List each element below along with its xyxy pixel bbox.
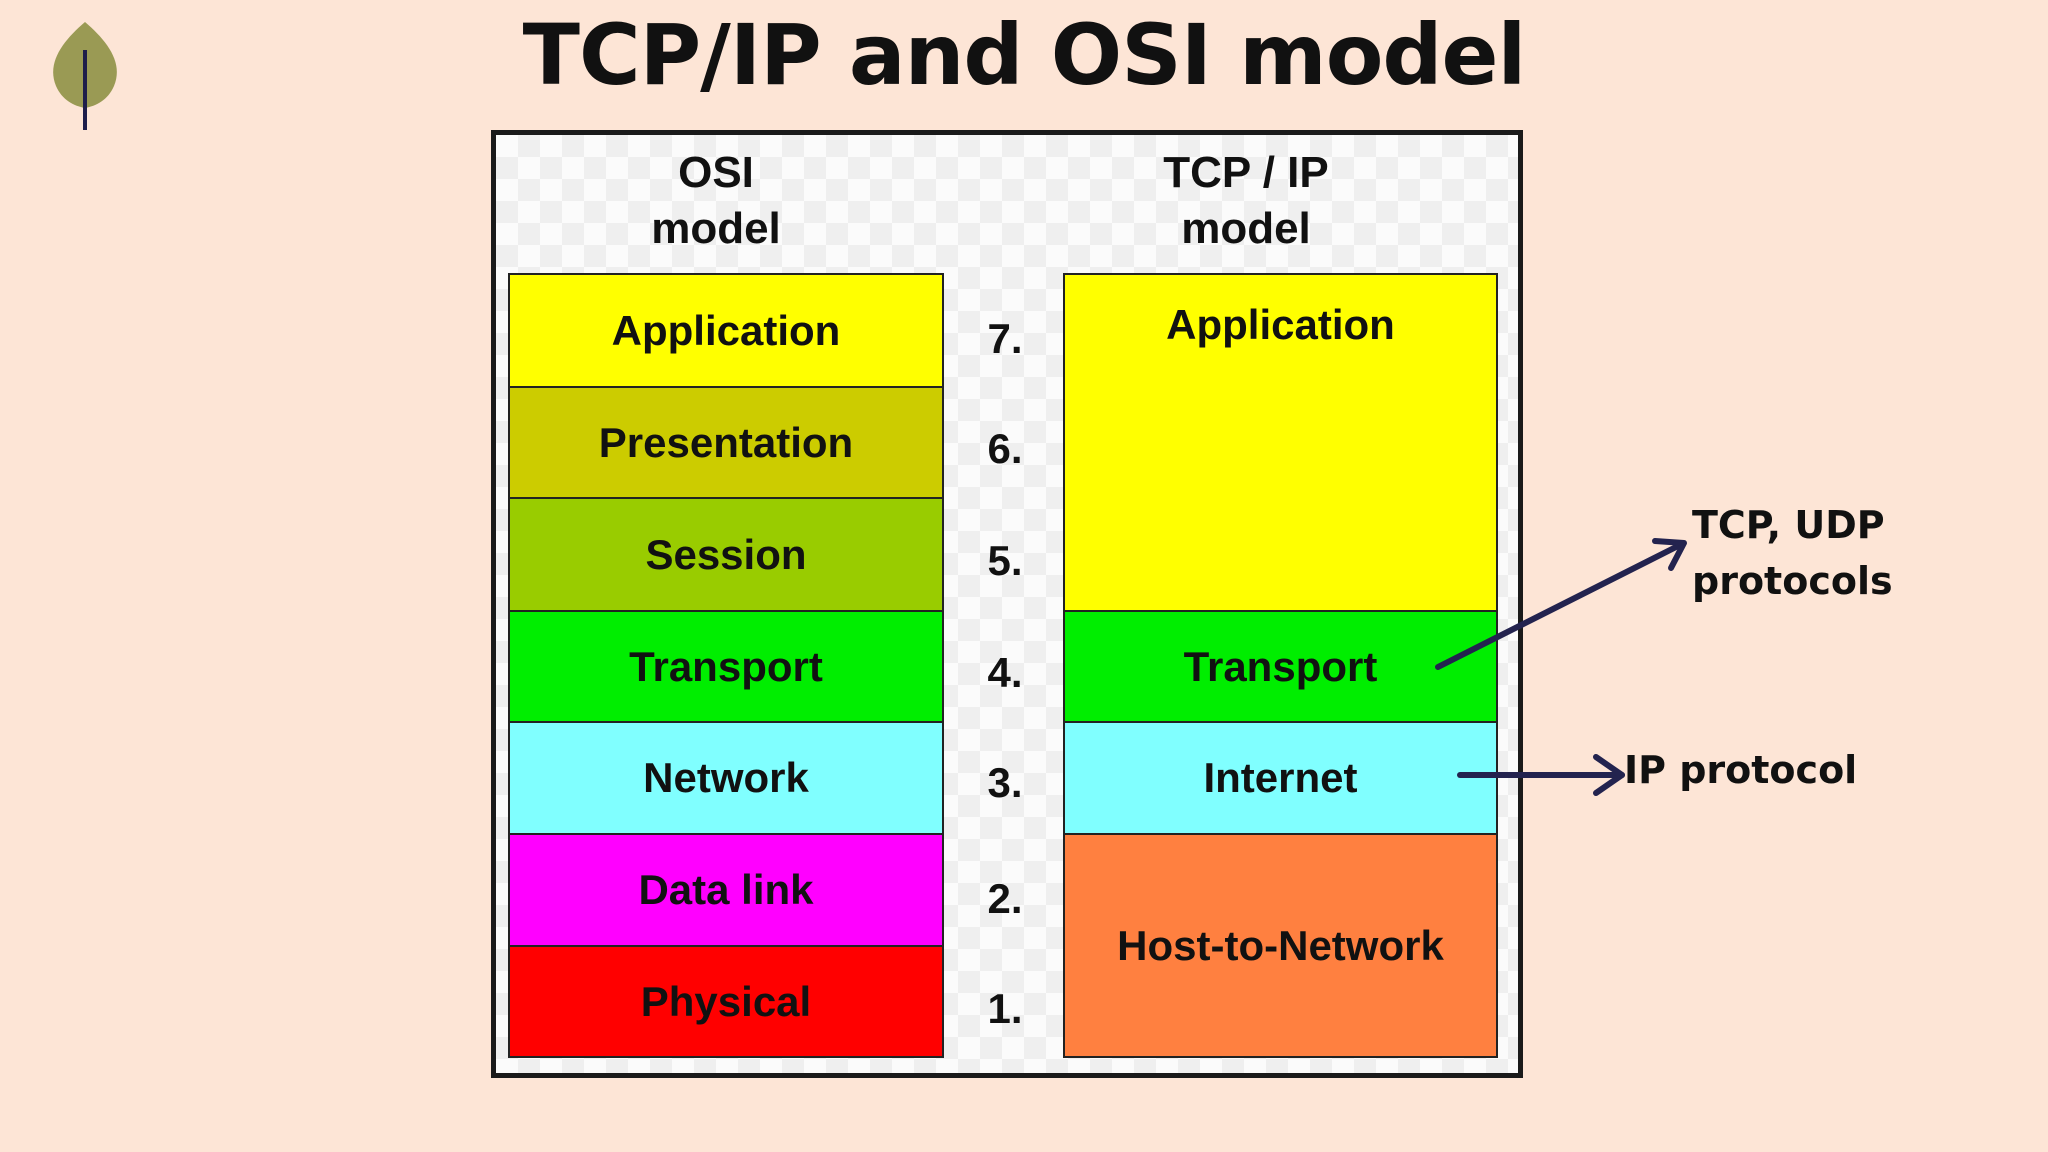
layer-number-2: 2.: [987, 875, 1023, 922]
model-comparison-diagram: OSI model TCP / IP model Application Pre…: [491, 130, 1523, 1078]
osi-heading: OSI model: [651, 148, 781, 253]
osi-layer-network: Network: [508, 721, 944, 835]
tcpip-layer-application: Application: [1063, 273, 1498, 612]
layer-number-3: 3.: [987, 759, 1023, 806]
ip-protocol-annotation: IP protocol: [1624, 748, 1858, 792]
page-title: TCP/IP and OSI model: [522, 6, 1527, 104]
osi-layer-presentation: Presentation: [508, 386, 944, 499]
tcpip-layer-host-to-network: Host-to-Network: [1063, 833, 1498, 1058]
osi-layer-session: Session: [508, 497, 944, 612]
tcp-udp-annotation: TCP, UDP protocols: [1692, 503, 1893, 603]
tcpip-layer-transport: Transport: [1063, 610, 1498, 723]
osi-layer-physical: Physical: [508, 945, 944, 1058]
osi-layer-data-link: Data link: [508, 833, 944, 947]
layer-number-6: 6.: [987, 425, 1023, 472]
layer-number-4: 4.: [987, 649, 1023, 696]
tcp-udp-arrow: [1435, 541, 1685, 670]
layer-number-1: 1.: [987, 985, 1023, 1032]
layer-number-7: 7.: [987, 315, 1023, 362]
tcpip-layer-internet: Internet: [1063, 721, 1498, 835]
osi-layer-transport: Transport: [508, 610, 944, 723]
tcpip-heading: TCP / IP model: [1163, 148, 1329, 253]
leaf-icon: [53, 22, 117, 130]
layer-number-5: 5.: [987, 537, 1023, 584]
